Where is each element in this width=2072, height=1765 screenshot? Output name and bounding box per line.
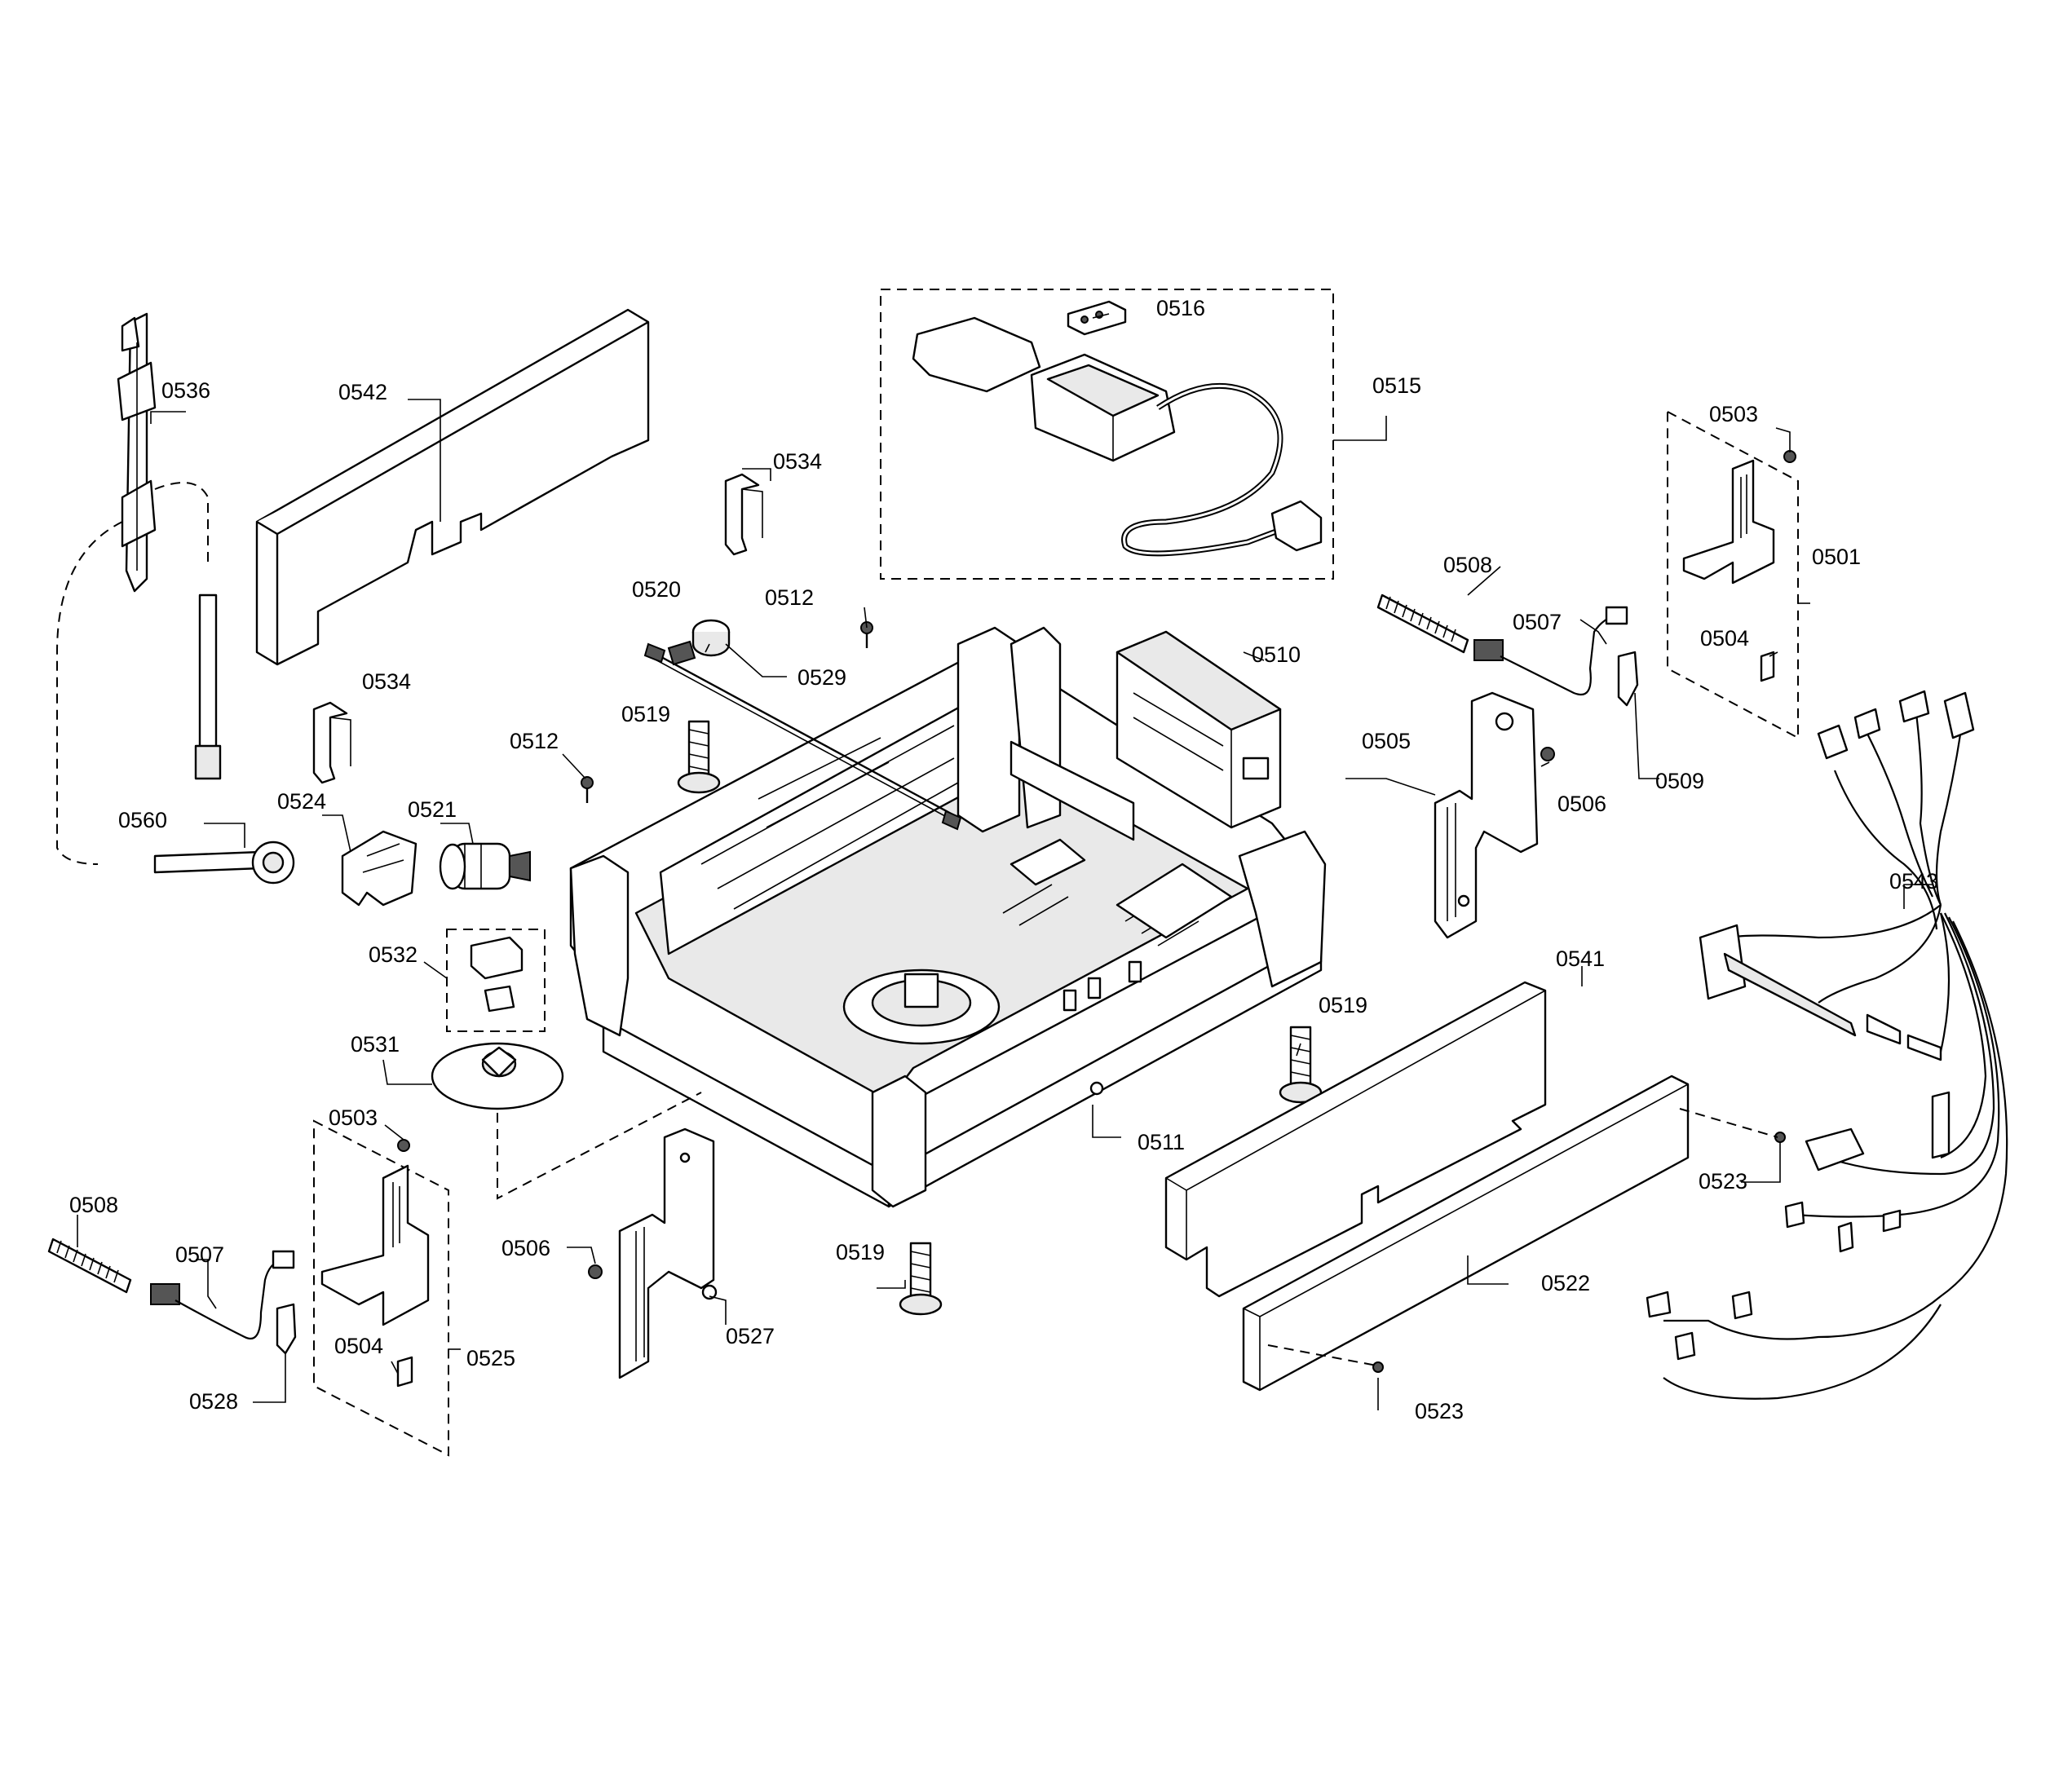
label-0527: 0527 <box>726 1324 775 1348</box>
group-box-0501 <box>1667 410 1799 739</box>
screw-0523-bottom <box>1372 1361 1384 1373</box>
wire-harness-0543 <box>1646 690 2008 1400</box>
dashed-link-0531 <box>497 1092 702 1200</box>
label-0506-right: 0506 <box>1557 792 1606 816</box>
dashed-link-0523-bottom <box>1267 1344 1377 1366</box>
label-0519-b: 0519 <box>1319 993 1367 1017</box>
label-0504-right: 0504 <box>1700 626 1749 651</box>
label-0531: 0531 <box>351 1032 400 1057</box>
label-0503-right: 0503 <box>1709 402 1758 426</box>
label-0510: 0510 <box>1252 642 1301 667</box>
cover-plate-0515 <box>912 316 1041 393</box>
label-0525: 0525 <box>466 1346 515 1370</box>
group-box-0532 <box>446 929 546 1032</box>
arm-0560 <box>153 841 295 885</box>
junction-box-0515 <box>1030 353 1176 462</box>
group-box-0515 <box>880 289 1334 580</box>
part-0509 <box>1617 651 1639 707</box>
label-0501: 0501 <box>1812 545 1861 569</box>
insulation-strip-0541 <box>1164 981 1547 1298</box>
screw-0506-right <box>1540 747 1555 761</box>
bracket-0534-left <box>312 701 351 784</box>
label-0511: 0511 <box>1138 1130 1185 1154</box>
label-0503-left: 0503 <box>329 1105 378 1130</box>
label-0560: 0560 <box>118 808 167 832</box>
label-0520: 0520 <box>632 577 681 602</box>
hinge-0524 <box>341 830 417 907</box>
label-0528: 0528 <box>189 1389 238 1414</box>
label-0509: 0509 <box>1655 769 1704 793</box>
foot-0519-b <box>1279 1026 1323 1104</box>
spring-0508-left <box>47 1238 132 1294</box>
label-0508-left: 0508 <box>69 1193 118 1217</box>
latch-0532 <box>470 936 524 1013</box>
label-0532: 0532 <box>369 942 417 967</box>
power-cord-0515 <box>1121 382 1323 557</box>
cable-0507-right <box>1473 606 1628 695</box>
base-frame-0511 <box>569 626 1327 1208</box>
label-0529: 0529 <box>797 665 846 690</box>
screw-0503-left <box>397 1139 410 1152</box>
label-0542: 0542 <box>338 380 387 404</box>
part-0528 <box>276 1303 297 1355</box>
leader-lines <box>77 313 1933 1410</box>
label-0521: 0521 <box>408 797 457 822</box>
screw-0506-left <box>588 1264 603 1279</box>
label-0523-top: 0523 <box>1699 1169 1747 1194</box>
cover-disc-0531 <box>431 1042 564 1110</box>
foot-0519-c <box>899 1242 943 1316</box>
screw-0512-left <box>581 776 594 803</box>
terminal-0516 <box>1067 300 1127 336</box>
label-0541: 0541 <box>1556 946 1605 971</box>
dashed-link-0523-top <box>1679 1108 1778 1138</box>
nut-0520 <box>667 619 731 666</box>
label-0516: 0516 <box>1156 296 1205 320</box>
label-0519-a: 0519 <box>621 702 670 726</box>
label-0508-right: 0508 <box>1443 553 1492 577</box>
valve-0521 <box>439 842 531 890</box>
spring-0508-right <box>1376 593 1469 654</box>
hinge-bracket-0501 <box>1682 459 1775 585</box>
clip-0504-left <box>396 1356 413 1388</box>
label-0519-c: 0519 <box>836 1240 885 1264</box>
label-0522: 0522 <box>1541 1271 1590 1295</box>
label-0515: 0515 <box>1372 373 1421 398</box>
label-0512-left: 0512 <box>510 729 559 753</box>
label-0507-left: 0507 <box>175 1242 224 1267</box>
kick-plate-0522 <box>1242 1074 1690 1392</box>
cable-0507-left <box>150 1250 295 1339</box>
bracket-0534-top <box>724 473 763 556</box>
label-0506-left: 0506 <box>501 1236 550 1260</box>
label-0534-top: 0534 <box>773 449 822 474</box>
label-0523-bottom: 0523 <box>1415 1399 1464 1423</box>
bracket-0527 <box>618 1127 718 1379</box>
label-0534-left: 0534 <box>362 669 411 694</box>
tube-0536 <box>194 593 222 780</box>
label-0504-left: 0504 <box>334 1334 383 1358</box>
part-labels: 0536 0542 0516 0515 0534 0503 0501 0508 … <box>69 296 1938 1423</box>
foot-0519-a <box>677 720 721 794</box>
label-0536: 0536 <box>161 378 210 403</box>
control-module-0510 <box>1116 630 1282 829</box>
rod-0529 <box>643 642 962 831</box>
label-0512-top: 0512 <box>765 585 814 610</box>
clip-0504-right <box>1760 651 1775 682</box>
bracket-0505 <box>1434 691 1539 939</box>
label-0507-right: 0507 <box>1513 610 1562 634</box>
hinge-bracket-0525 <box>320 1164 430 1326</box>
label-0524: 0524 <box>277 789 326 814</box>
rail-0536 <box>117 312 157 593</box>
label-0543: 0543 <box>1889 869 1938 894</box>
screw-0503-right <box>1783 450 1796 463</box>
dashed-link-0536-0560 <box>56 482 209 865</box>
label-0505: 0505 <box>1362 729 1411 753</box>
insulation-panel-0542 <box>255 308 650 666</box>
